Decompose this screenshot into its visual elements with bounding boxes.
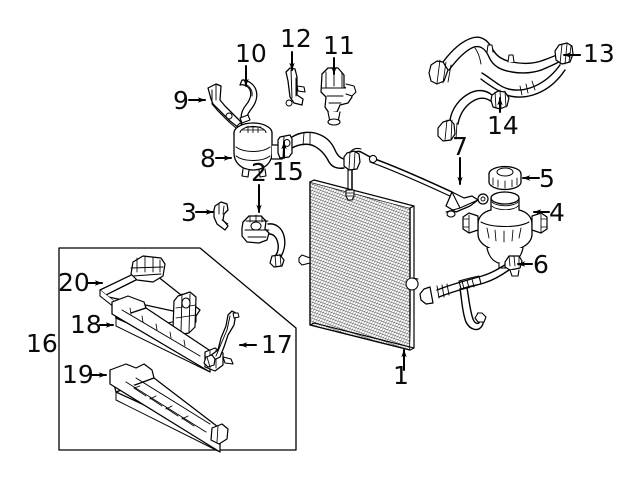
callout-label-10: 10 (235, 39, 267, 68)
group-box-16 (58, 247, 297, 451)
air-duct-lower-part (109, 363, 229, 453)
clip-10-part (239, 79, 258, 124)
lower-coolant-hose-part (437, 89, 510, 142)
callout-label-8: 8 (200, 144, 216, 173)
air-duct-upper-part (111, 295, 234, 373)
callout-label-2: 2 (251, 158, 267, 187)
callout-label-5: 5 (539, 164, 555, 193)
callout-label-12: 12 (280, 24, 312, 53)
callout-label-16: 16 (26, 329, 58, 358)
reservoir-cap-part (488, 165, 522, 191)
changeover-valve-part (320, 67, 357, 126)
callout-label-15: 15 (272, 157, 304, 186)
callout-label-3: 3 (181, 198, 197, 227)
air-guide-side-bracket-part (203, 310, 240, 368)
callout-label-7: 7 (452, 132, 468, 161)
callout-label-13: 13 (583, 39, 615, 68)
upper-coolant-hose-part (428, 36, 574, 98)
callout-label-9: 9 (173, 86, 189, 115)
valve-2-part (241, 214, 286, 268)
callout-label-6: 6 (533, 250, 549, 279)
callout-label-19: 19 (62, 360, 94, 389)
callout-label-20: 20 (58, 268, 90, 297)
coolant-hose-6-part (419, 255, 523, 331)
connector-3-part (213, 201, 229, 231)
callout-label-1: 1 (393, 361, 409, 390)
condenser-part (298, 179, 419, 351)
callout-label-18: 18 (70, 310, 102, 339)
bracket-9-part (207, 83, 244, 130)
bracket-12-part (285, 67, 306, 107)
callout-label-11: 11 (323, 31, 355, 60)
callout-label-4: 4 (549, 198, 565, 227)
water-pump-part (233, 122, 285, 178)
callout-label-17: 17 (261, 330, 293, 359)
callout-label-14: 14 (487, 111, 519, 140)
